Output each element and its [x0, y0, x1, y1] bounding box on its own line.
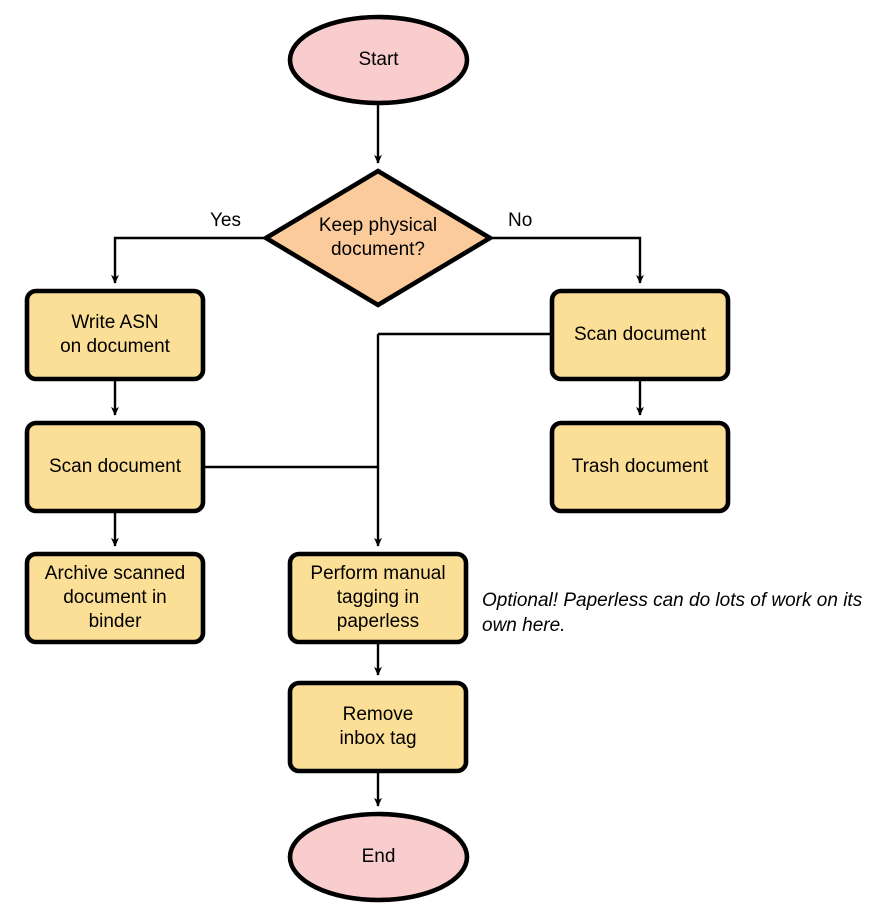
node-perform-manual-tagging-shape[interactable]: [287, 551, 469, 645]
node-archive-scanned-shape[interactable]: [24, 551, 206, 645]
node-scan-document-right-shape[interactable]: [549, 288, 731, 382]
edge-group: [111, 104, 644, 807]
node-scan-document-left-shape[interactable]: [24, 420, 206, 514]
edge-label-no: No: [508, 210, 533, 231]
optional-note-annotation: Optional! Paperless can do lots of work …: [482, 590, 863, 636]
edge-decision-yes-to-write-asn: [111, 236, 266, 284]
node-start-shape[interactable]: [287, 14, 470, 106]
node-trash-document-shape[interactable]: [549, 420, 731, 514]
node-write-asn-shape[interactable]: [24, 288, 206, 382]
node-end-shape[interactable]: [287, 811, 470, 903]
node-remove-inbox-tag-shape[interactable]: [287, 680, 469, 774]
node-decision-keep-physical-shape[interactable]: [261, 168, 495, 308]
edge-decision-no-to-scan-right: [490, 236, 644, 284]
edge-label-yes: Yes: [210, 210, 241, 231]
